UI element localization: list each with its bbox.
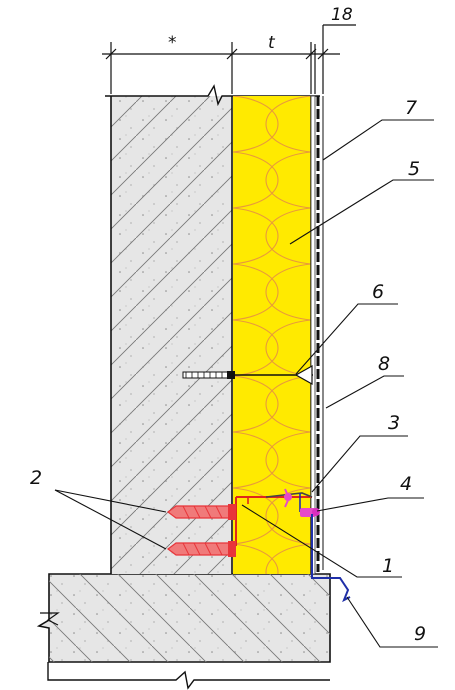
wool-fiber-line (265, 207, 311, 265)
dim-insulation-thickness: t (268, 33, 276, 53)
wool-fiber-line (233, 151, 279, 209)
mineral-wool-insulation (233, 96, 312, 574)
wool-fiber-line (233, 207, 279, 265)
wool-fiber-line (265, 263, 311, 321)
expansion-dowel-lower (167, 541, 236, 557)
dim-cladding-gap: 18 (331, 5, 353, 25)
wool-fiber-line (233, 96, 279, 153)
wool-fiber-line (265, 431, 311, 489)
callout-3: 3 (388, 412, 400, 434)
foundation-slab (36, 573, 331, 690)
wool-fiber-line (265, 319, 311, 377)
callout-2: 2 (30, 467, 42, 489)
wool-fiber-line (233, 431, 279, 489)
wool-fiber-line (233, 487, 279, 545)
callout-1: 1 (382, 555, 394, 577)
wool-fiber-line (265, 96, 311, 153)
callout-6: 6 (372, 281, 384, 303)
callout-8: 8 (378, 353, 390, 375)
callout-9: 9 (414, 623, 426, 645)
wool-fiber-line (265, 543, 311, 574)
expansion-dowel-upper (167, 504, 236, 520)
wool-fiber-line (233, 375, 279, 433)
wool-fiber-line (233, 263, 279, 321)
callout-5: 5 (408, 158, 420, 180)
wool-fiber-line (233, 543, 279, 574)
callout-7: 7 (405, 97, 417, 119)
insulation-dowel-anchor (182, 364, 313, 386)
dim-wall-thickness: * (168, 33, 177, 53)
wool-fiber-line (265, 151, 311, 209)
wool-fiber-line (265, 487, 311, 545)
leader-lines (54, 119, 438, 648)
dimension-lines (102, 24, 356, 94)
wool-fiber-line (265, 375, 311, 433)
drip-profile (311, 514, 351, 603)
callout-4: 4 (400, 473, 412, 495)
bearing-wall (105, 84, 320, 574)
wool-fiber-line (233, 319, 279, 377)
cladding-panel (310, 95, 324, 575)
